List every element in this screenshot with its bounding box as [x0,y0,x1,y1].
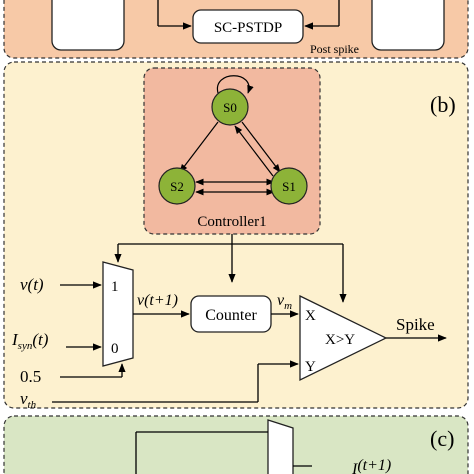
v-m-label: vm [277,292,292,312]
state-s2-label: S2 [170,179,184,194]
panel-c-tag: (c) [430,426,454,451]
spike-output-label: Spike [396,315,435,334]
mux-input-1-label: 1 [111,279,119,295]
comparator-y-label: Y [305,359,316,375]
panel-c-partial-label: I(t+1) [351,457,391,474]
state-s2 [158,167,196,205]
panel-b: (b) Controller1 S0 S1 S2 1 0 v(t) Isyn(t… [3,61,469,411]
panel-c-background [3,415,469,474]
state-s0-label: S0 [223,100,237,115]
mux-input-0-label: 0 [111,341,119,357]
sc-pstdp-block [192,9,304,44]
comparator-x-label: X [305,308,316,324]
input-vth-label: vth [20,389,37,411]
state-s1 [270,167,308,205]
input-v-t-label: v(t) [20,275,44,294]
edge-s0-to-s1 [241,121,281,173]
edge-s0-to-s2 [179,121,219,173]
comparator-op-label: X>Y [325,332,355,348]
state-s1-label: S1 [282,179,296,194]
panel-a-right-block [371,0,445,51]
sc-pstdp-label: SC-PSTDP [214,20,282,36]
panel-a-left-block [51,0,125,51]
controller-label: Controller1 [197,214,266,230]
counter-label: Counter [205,307,257,324]
panel-c-mux [267,419,294,474]
panel-b-tag: (b) [430,92,456,117]
edge-s1-to-s0 [234,125,274,177]
v-next-label: v(t+1) [137,292,178,309]
post-spike-label: Post spike [310,42,359,56]
s0-self-loop [216,75,254,94]
panel-c: (c) I(t+1) [3,415,469,474]
input-isyn-label: Isyn(t) [11,330,49,352]
input-const-label: 0.5 [20,367,41,386]
state-s0 [211,88,249,126]
multiplexer [102,261,134,367]
comparator [299,294,388,382]
panel-a: SC-PSTDP Post spike [3,0,469,59]
